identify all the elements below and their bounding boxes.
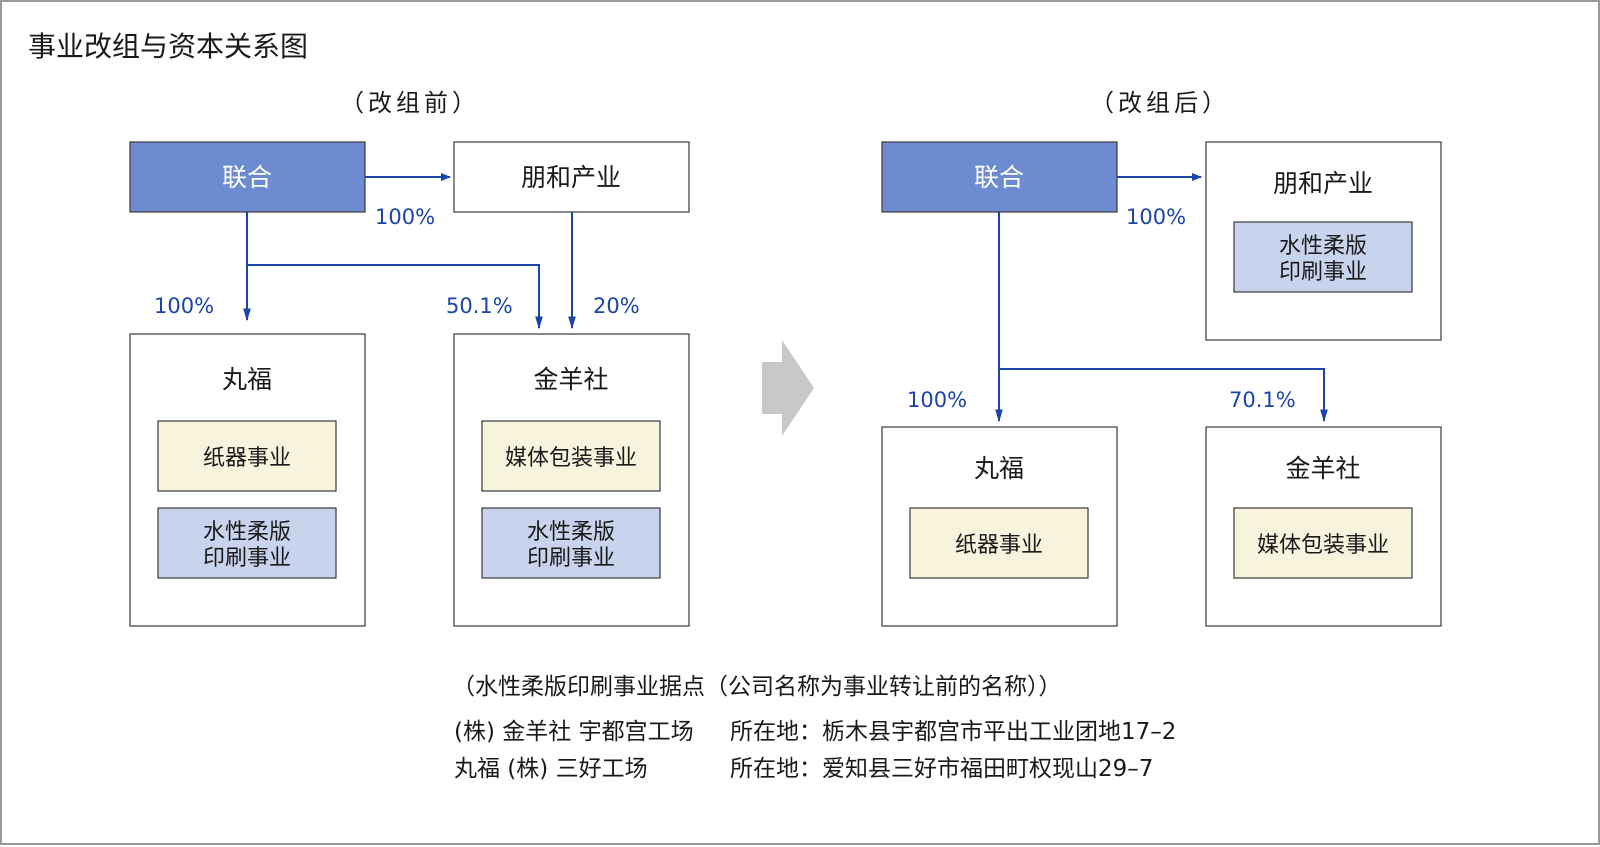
before-marufuku-flexo-line1: 水性柔版	[203, 520, 291, 545]
before-howa-name: 朋和产业	[521, 163, 621, 192]
after-howa-flexo-line1: 水性柔版	[1279, 234, 1367, 259]
diagram-title: 事业改组与资本关系图	[28, 30, 308, 63]
before-marufuku-flexo-business	[157, 507, 337, 579]
notes-heading: （水性柔版印刷事业据点（公司名称为事业转让前的名称））	[452, 674, 1062, 700]
after-kinyosha-name: 金羊社	[1285, 454, 1360, 483]
before-marufuku-name: 丸福	[222, 365, 272, 394]
after-arrow-rengo-kinyosha	[999, 368, 1328, 423]
before-kinyosha-flexo-business	[481, 507, 661, 579]
transition-arrow-icon	[762, 340, 814, 436]
notes-line2-site: 丸福 (株) 三好工场	[454, 756, 648, 782]
after-rengo-name: 联合	[974, 163, 1024, 192]
after-rengo-box	[881, 141, 1118, 213]
notes-line2-address: 所在地：爱知县三好市福田町权现山29–7	[730, 756, 1153, 782]
before-rengo-box	[129, 141, 366, 213]
after-marufuku-paper-business-label: 纸器事业	[955, 533, 1043, 558]
before-marufuku-flexo-line2: 印刷事业	[203, 546, 291, 571]
before-kinyosha-media-business-label: 媒体包装事业	[505, 446, 637, 471]
after-marufuku-paper-business	[909, 507, 1089, 579]
before-howa-box	[453, 141, 690, 213]
after-pct-rengo-howa: 100%	[1126, 205, 1186, 229]
before-pct-rengo-kinyosha: 50.1%	[446, 294, 513, 318]
after-pct-rengo-marufuku: 100%	[907, 388, 967, 412]
before-rengo-name: 联合	[222, 163, 272, 192]
before-label: （改组前）	[340, 89, 480, 117]
before-arrow-rengo-kinyosha	[247, 264, 543, 330]
after-label: （改组后）	[1090, 89, 1230, 117]
before-marufuku-paper-business-label: 纸器事业	[203, 446, 291, 471]
after-howa-name: 朋和产业	[1273, 169, 1373, 198]
notes-line1-address: 所在地：栃木县宇都宫市平出工业团地17–2	[730, 719, 1176, 745]
after-kinyosha-media-business-label: 媒体包装事业	[1257, 533, 1389, 558]
before-marufuku-paper-business	[157, 420, 337, 492]
notes-line1-site: (株) 金羊社 宇都宫工场	[454, 719, 694, 745]
before-kinyosha-flexo-line2: 印刷事业	[527, 546, 615, 571]
before-pct-rengo-marufuku: 100%	[154, 294, 214, 318]
after-kinyosha-media-business	[1233, 507, 1413, 579]
after-howa-flexo-business	[1233, 221, 1413, 293]
before-kinyosha-flexo-line1: 水性柔版	[527, 520, 615, 545]
after-marufuku-name: 丸福	[974, 454, 1024, 483]
after-pct-rengo-kinyosha: 70.1%	[1229, 388, 1296, 412]
after-howa-flexo-line2: 印刷事业	[1279, 260, 1367, 285]
before-kinyosha-name: 金羊社	[533, 365, 608, 394]
before-pct-rengo-howa: 100%	[375, 205, 435, 229]
before-kinyosha-media-business	[481, 420, 661, 492]
before-pct-howa-kinyosha: 20%	[593, 294, 640, 318]
